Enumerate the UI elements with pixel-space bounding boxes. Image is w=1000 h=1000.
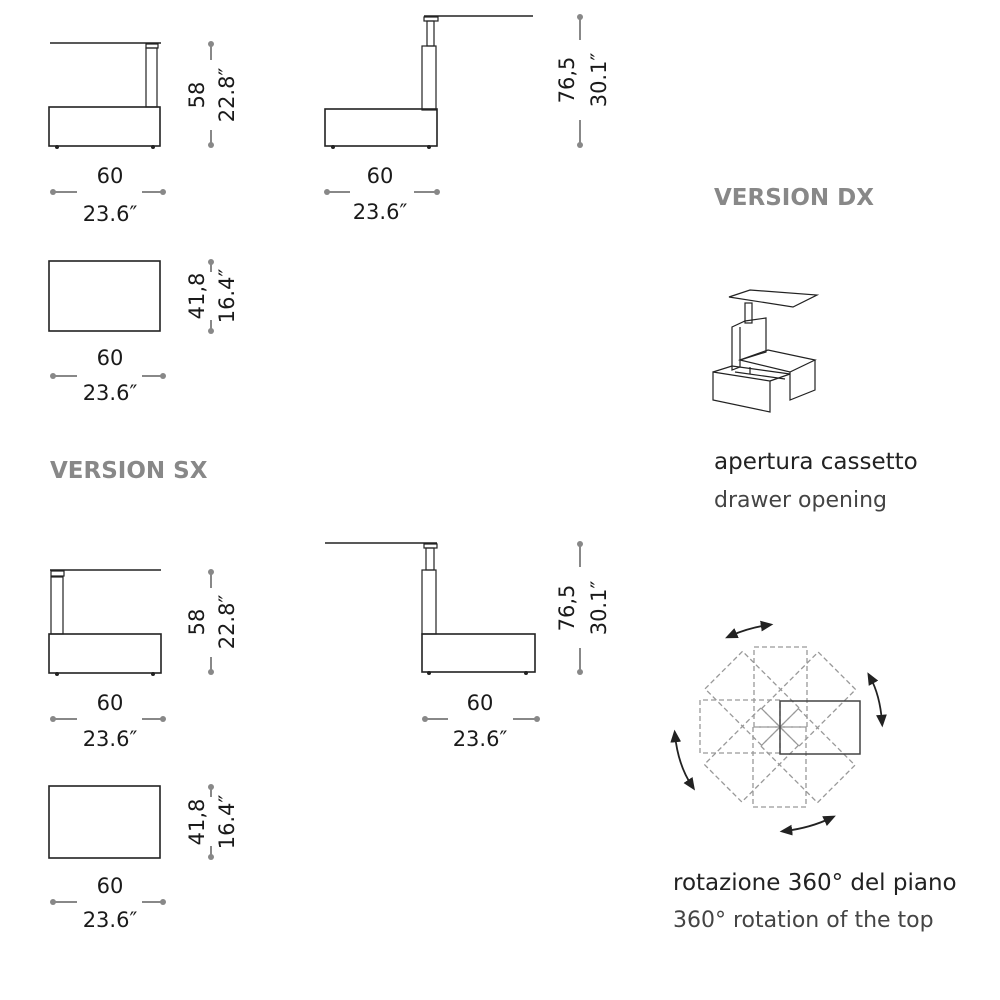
height-dimension-high-dx: 76,5 30.1″: [555, 14, 611, 148]
dx-plan-view: [48, 260, 161, 332]
height-dimension-low-sx: 58 22.8″: [185, 569, 239, 675]
drawer-caption-en: drawer opening: [714, 488, 887, 513]
width-cm: 60: [467, 691, 494, 715]
height-cm: 76,5: [555, 57, 579, 104]
height-dimension-high-sx: 76,5 30.1″: [555, 541, 611, 675]
width-in: 23.6″: [453, 727, 508, 751]
width-dimension: 60 23.6″: [324, 164, 440, 224]
width-cm: 60: [97, 346, 124, 370]
width-cm: 60: [97, 874, 124, 898]
depth-dimension: 41,8 16.4″: [185, 259, 239, 334]
version-sx-label: VERSION SX: [50, 458, 208, 484]
height-cm: 58: [185, 609, 209, 636]
version-dx-label: VERSION DX: [714, 185, 874, 211]
rotation-caption-it: rotazione 360° del piano: [673, 870, 957, 896]
drawer-caption-it: apertura cassetto: [714, 449, 918, 475]
width-cm: 60: [367, 164, 394, 188]
height-dimension-low-dx: 58 22.8″: [185, 41, 239, 148]
height-cm: 76,5: [555, 585, 579, 632]
height-in: 22.8″: [215, 595, 239, 650]
height-in: 22.8″: [215, 68, 239, 123]
width-dimension: 60 23.6″: [50, 874, 166, 932]
rotation-caption-en: 360° rotation of the top: [673, 908, 934, 933]
rotation-arrow-icon: [779, 815, 836, 836]
sx-plan-view: [48, 785, 161, 859]
rotation-arrow-icon: [867, 672, 887, 728]
dx-side-view-raised: [324, 15, 533, 149]
width-in: 23.6″: [83, 727, 138, 751]
width-cm: 60: [97, 691, 124, 715]
sx-side-view-raised: [325, 542, 536, 675]
depth-dimension: 41,8 16.4″: [185, 784, 239, 860]
rotation-arrow-icon: [725, 620, 774, 639]
depth-in: 16.4″: [215, 269, 239, 324]
drawer-opening-illustration: [712, 289, 820, 413]
width-in: 23.6″: [83, 381, 138, 405]
dx-side-view-lowered: [48, 42, 161, 149]
rotation-arrow-icon: [670, 729, 695, 791]
height-in: 30.1″: [587, 53, 611, 108]
width-cm: 60: [97, 164, 124, 188]
width-dimension: 60 23.6″: [422, 691, 540, 751]
width-in: 23.6″: [83, 908, 138, 932]
width-dimension: 60 23.6″: [50, 346, 166, 405]
depth-in: 16.4″: [215, 795, 239, 850]
width-in: 23.6″: [353, 200, 408, 224]
depth-cm: 41,8: [185, 273, 209, 320]
sx-side-view-lowered: [48, 569, 162, 676]
width-in: 23.6″: [83, 202, 138, 226]
height-in: 30.1″: [587, 581, 611, 636]
height-cm: 58: [185, 82, 209, 109]
width-dimension: 60 23.6″: [50, 691, 166, 751]
width-dimension: 60 23.6″: [50, 164, 166, 226]
rotation-diagram: [670, 620, 887, 836]
depth-cm: 41,8: [185, 799, 209, 846]
